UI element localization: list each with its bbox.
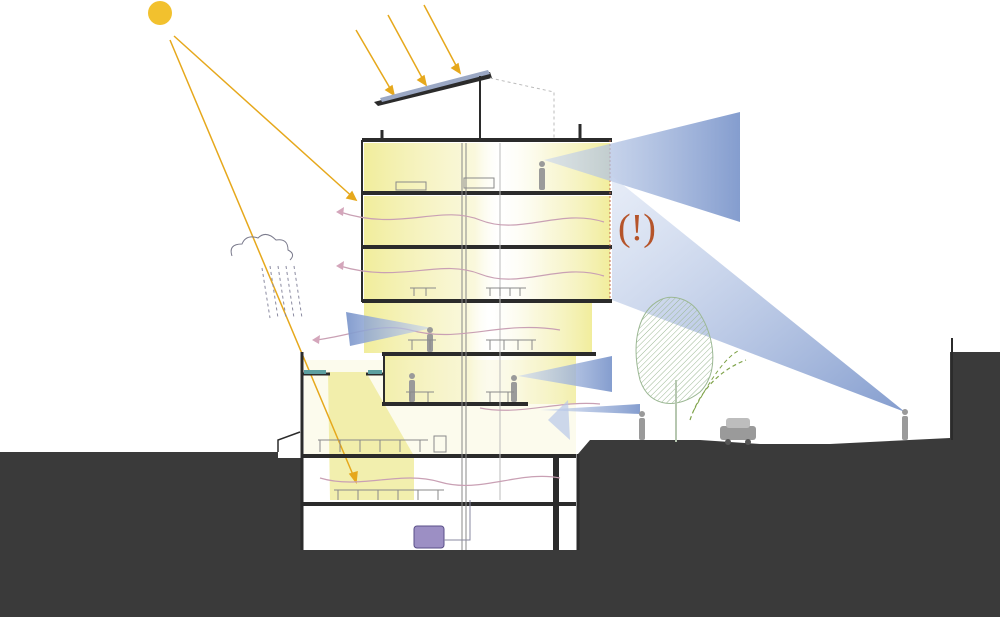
view-cone-street	[612, 176, 905, 412]
green-roof	[304, 370, 326, 374]
airflow-lines	[315, 211, 605, 486]
airflow-arrowheads	[312, 207, 344, 344]
person-icon	[511, 375, 517, 402]
view-cone-mid	[518, 356, 612, 392]
green-roof	[368, 370, 382, 374]
person-icon	[539, 161, 545, 190]
person-icon	[639, 411, 645, 440]
sun-icon	[148, 1, 172, 25]
rain-cloud-icon	[230, 234, 303, 319]
car-icon	[720, 418, 756, 445]
view-cone-low	[540, 404, 640, 414]
warning-icon: (!)	[618, 207, 656, 249]
tree-icon	[635, 296, 747, 442]
view-cone-top	[544, 112, 740, 222]
person-icon	[902, 409, 908, 440]
view-cone-low2	[548, 400, 570, 440]
furniture	[318, 177, 536, 500]
solar-panel-icon	[374, 70, 555, 140]
neighbour-building	[952, 338, 1000, 352]
ground-mass	[0, 352, 1000, 617]
sun-rays	[169, 4, 462, 484]
view-cone-left	[346, 312, 432, 346]
rainwater-tank	[413, 525, 445, 549]
